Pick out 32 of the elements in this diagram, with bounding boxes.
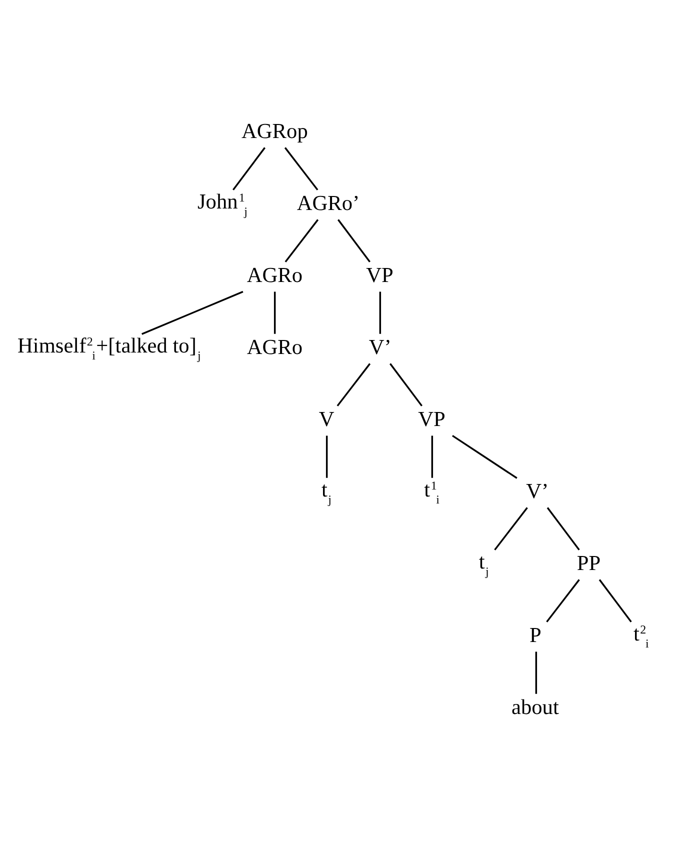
node-text: AGRo xyxy=(246,334,303,359)
node-text: V xyxy=(318,406,334,431)
node-text: t$_{j}$ xyxy=(322,477,332,506)
node-text: PP xyxy=(576,550,601,575)
connector xyxy=(546,506,580,550)
node-text: V’ xyxy=(368,334,392,359)
connector xyxy=(431,435,434,478)
connector xyxy=(326,435,328,478)
node-text: VP xyxy=(366,262,394,287)
connector xyxy=(284,146,318,190)
connector xyxy=(494,506,528,550)
connector xyxy=(452,434,518,478)
connector xyxy=(598,578,632,622)
connector xyxy=(338,218,371,262)
connector xyxy=(232,146,266,190)
connector xyxy=(336,362,371,406)
connector xyxy=(390,362,423,406)
connector xyxy=(274,291,276,334)
node-text: about xyxy=(512,694,559,719)
node-text: P xyxy=(530,622,542,647)
node-text: t$_{j}$ xyxy=(478,549,489,578)
connector xyxy=(535,651,538,694)
connector xyxy=(546,578,580,622)
node-text: AGRo xyxy=(246,262,303,287)
node-text: AGRo’ xyxy=(296,190,360,215)
node-text: VP xyxy=(418,406,446,431)
connector xyxy=(379,291,382,334)
node-text: Himself$^{2}$$_{i}$+[talked to]$_{j}$ xyxy=(18,333,201,362)
node-text: V’ xyxy=(526,478,549,503)
node-text: AGRop xyxy=(242,118,308,143)
connector xyxy=(284,218,319,262)
connector xyxy=(142,290,244,334)
